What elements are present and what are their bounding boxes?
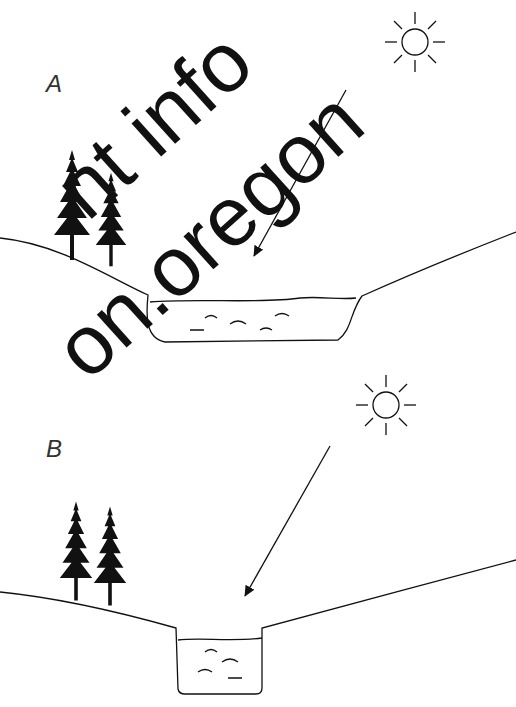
- panel-letter: B: [46, 437, 62, 461]
- water-ripples: [198, 650, 242, 679]
- water-surface: [178, 638, 262, 640]
- water-ripples: [190, 314, 289, 331]
- sun: [385, 12, 445, 72]
- panel-b: [0, 375, 516, 694]
- panel-letter: A: [46, 72, 62, 96]
- conifer-tree: [60, 502, 92, 601]
- sun: [356, 375, 416, 435]
- sun-ray-arrow: [245, 446, 330, 596]
- conifer-tree: [94, 507, 126, 606]
